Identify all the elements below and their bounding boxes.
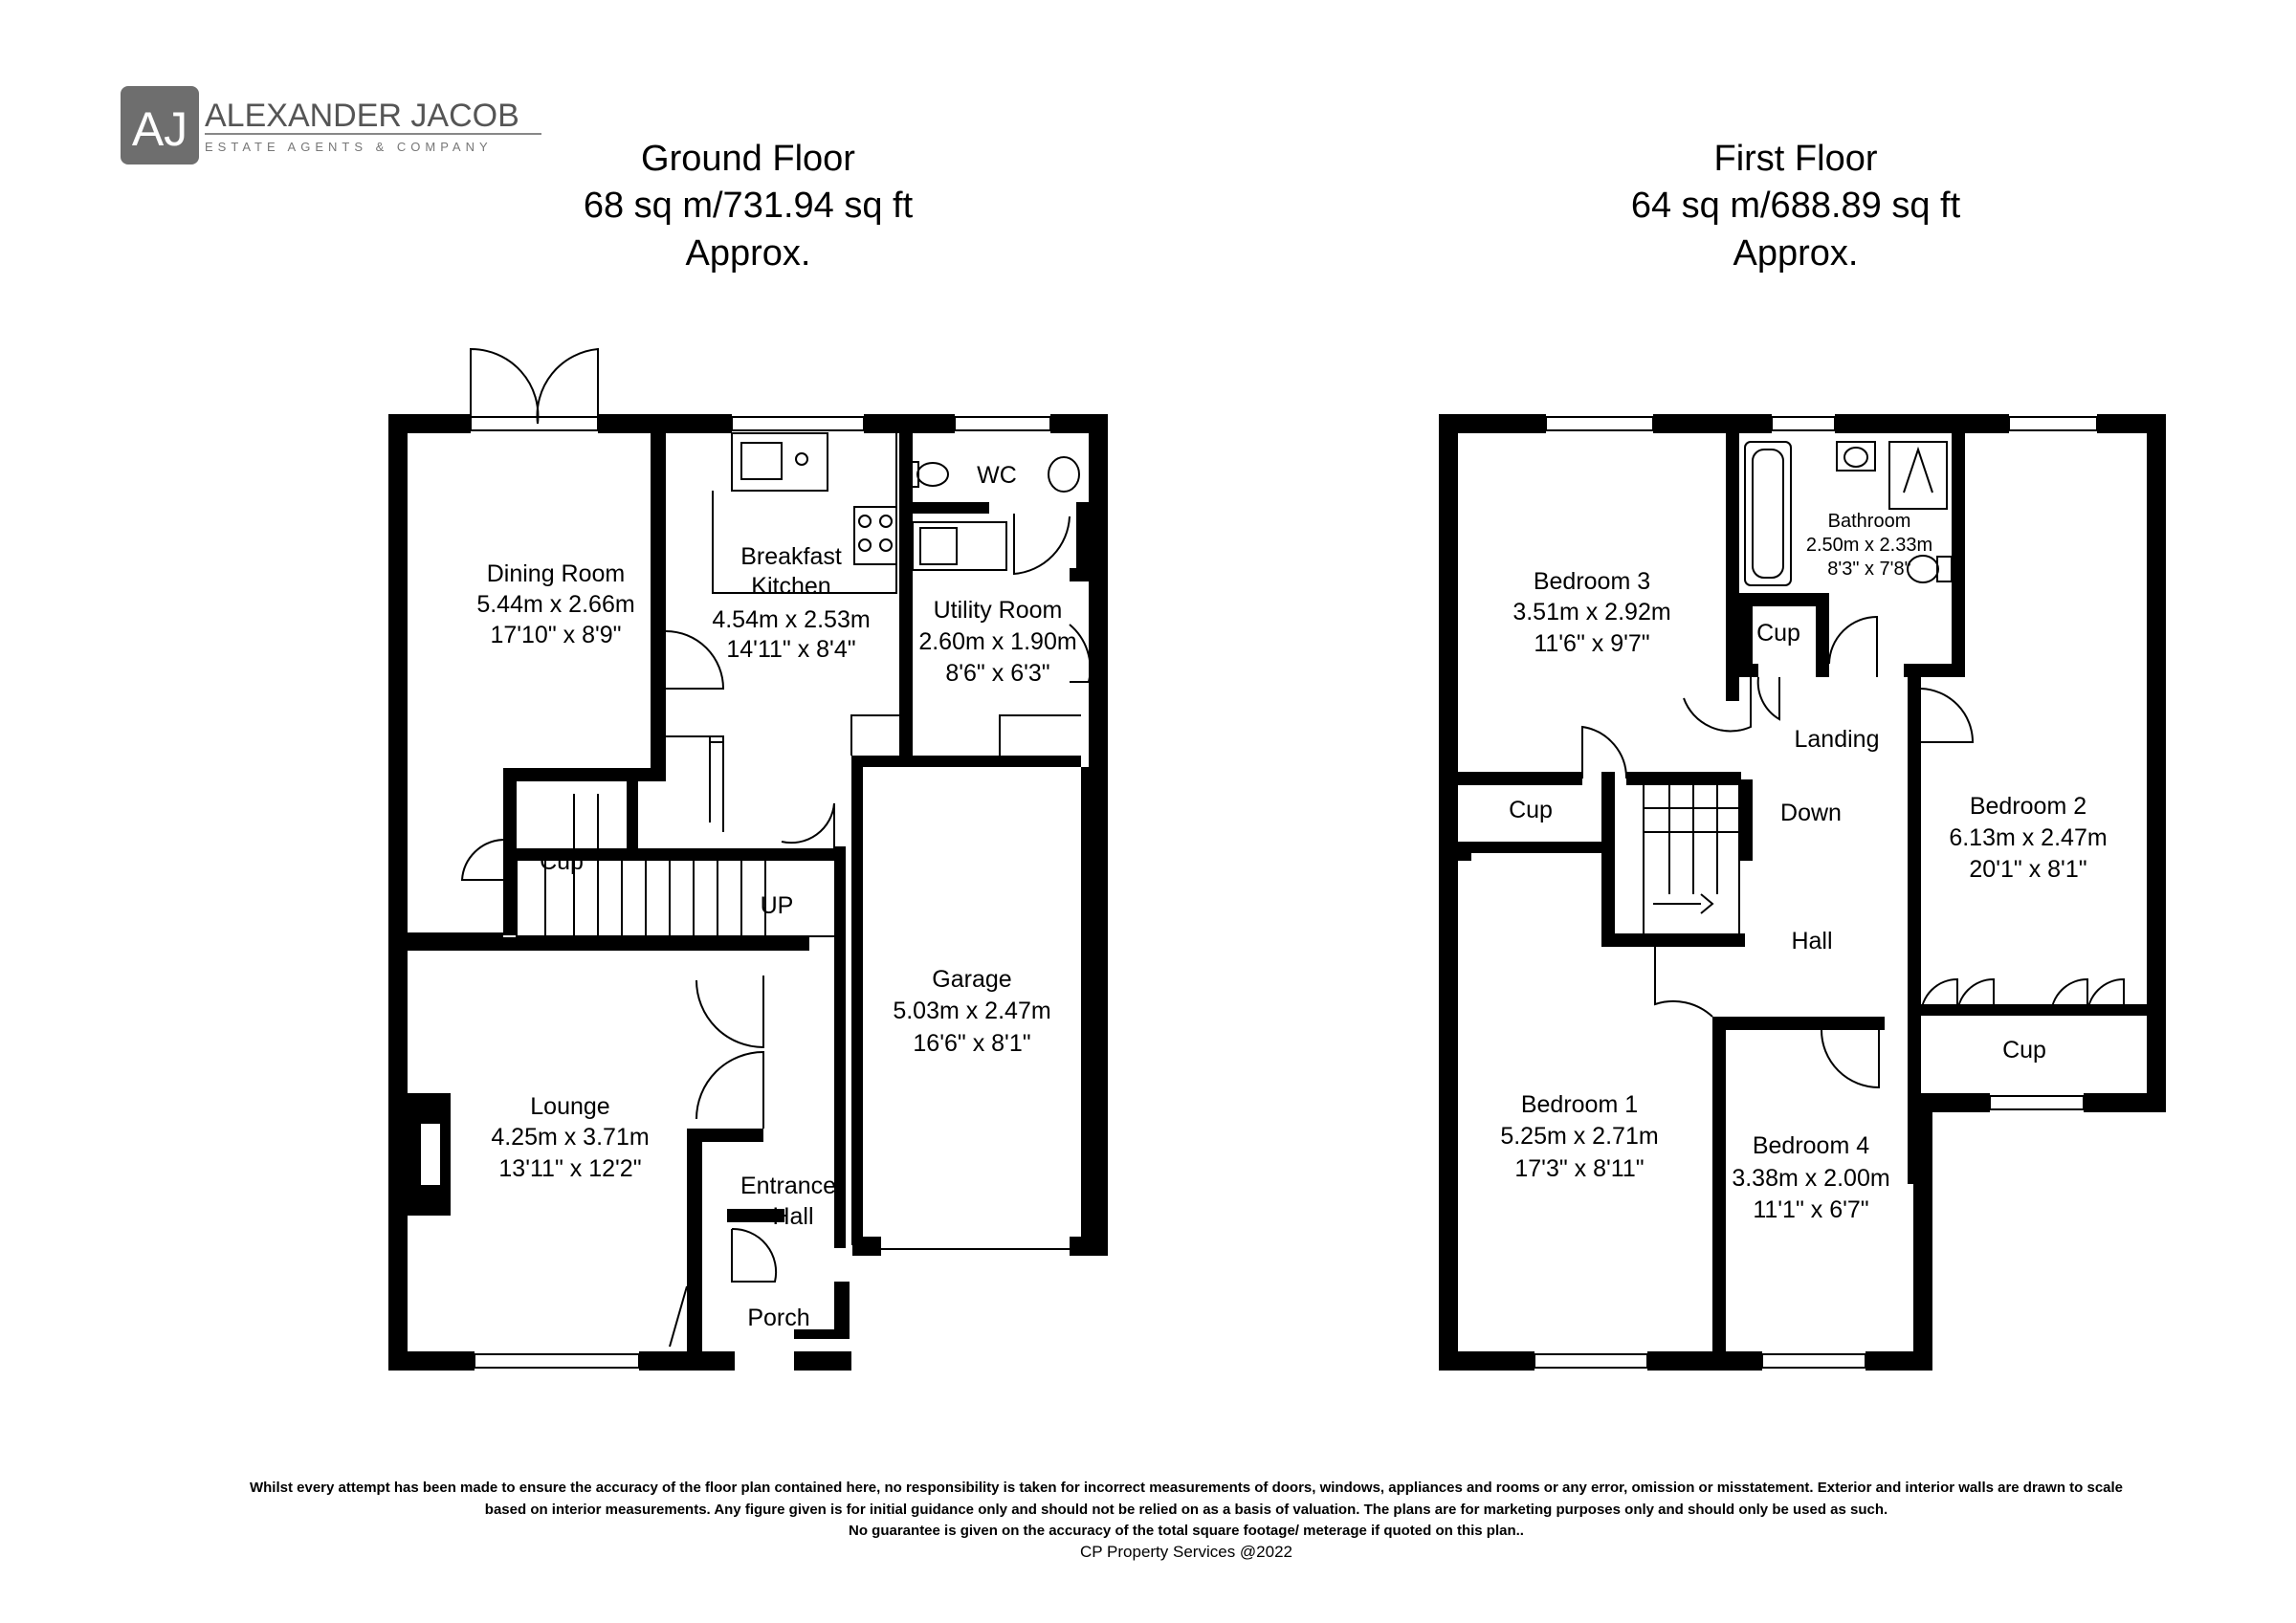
company-logo: AJ ALEXANDER JACOB ESTATE AGENTS & COMPA… [121,86,541,164]
bedroom1-name: Bedroom 1 [1521,1091,1638,1118]
disclaimer-line-3: No guarantee is given on the accuracy of… [849,1523,1524,1539]
first-floor-title: First Floor [1714,139,1878,179]
logo-mark: AJ [132,102,188,156]
first-floor-area: 64 sq m/688.89 sq ft [1631,186,1961,226]
stairs-down-label: Down [1780,800,1842,826]
porch-name: Porch [747,1305,809,1331]
entrance-hall-name-1: Entrance [740,1173,836,1199]
hall-name: Hall [1791,928,1832,954]
ground-cup-name: Cup [540,848,584,875]
disclaimer-line-2: based on interior measurements. Any figu… [485,1502,1888,1518]
bedroom3-cup-name: Cup [1509,797,1553,823]
bedroom2-cup-name: Cup [2002,1037,2046,1064]
bedroom2-metric: 6.13m x 2.47m [1949,824,2107,851]
garage-imperial: 16'6" x 8'1" [913,1030,1030,1057]
lounge-name: Lounge [530,1093,609,1120]
garage-metric: 5.03m x 2.47m [893,998,1050,1024]
utility-room-name: Utility Room [934,597,1063,624]
bedroom3-metric: 3.51m x 2.92m [1512,599,1670,625]
ground-floor-area: 68 sq m/731.94 sq ft [584,186,914,226]
stairs-up-label: UP [761,892,794,919]
dining-room-name: Dining Room [487,560,626,587]
wc-name: WC [977,462,1017,489]
bathroom-imperial: 8'3" x 7'8" [1827,559,1910,580]
logo-badge [121,86,199,164]
first-floor-stairs [1601,779,1753,947]
bedroom3-name: Bedroom 3 [1534,568,1650,595]
kitchen-name-2: Kitchen [751,573,830,600]
kitchen-imperial: 14'11" x 8'4" [726,636,855,663]
bedroom2-imperial: 20'1" x 8'1" [1969,856,2086,883]
bedroom2-name: Bedroom 2 [1970,793,2086,820]
dining-room-imperial: 17'10" x 8'9" [490,622,621,648]
bedroom4-imperial: 11'1" x 6'7" [1753,1196,1868,1223]
ground-floor-approx: Approx. [686,233,811,274]
disclaimer-credit: CP Property Services @2022 [1080,1543,1292,1561]
landing-name: Landing [1795,726,1880,753]
ground-floor-title: Ground Floor [641,139,855,179]
bedroom1-metric: 5.25m x 2.71m [1500,1123,1658,1150]
ground-stairs [516,794,842,937]
bedroom4-name: Bedroom 4 [1753,1132,1869,1159]
bedroom3-imperial: 11'6" x 9'7" [1534,630,1649,657]
kitchen-metric: 4.54m x 2.53m [712,606,870,633]
logo-name: ALEXANDER JACOB [205,98,519,134]
lounge-imperial: 13'11" x 12'2" [498,1155,641,1182]
bathroom-name: Bathroom [1828,511,1911,532]
bedroom4-metric: 3.38m x 2.00m [1732,1165,1889,1192]
first-floor-approx: Approx. [1733,233,1859,274]
dining-room-metric: 5.44m x 2.66m [476,591,634,618]
garage-name: Garage [932,966,1011,993]
disclaimer-line-1: Whilst every attempt has been made to en… [250,1480,2123,1496]
kitchen-name-1: Breakfast [740,543,842,570]
bedroom1-imperial: 17'3" x 8'11" [1514,1155,1644,1182]
bathroom-metric: 2.50m x 2.33m [1806,535,1932,556]
first-floor-plan [1439,414,2166,1371]
lounge-metric: 4.25m x 3.71m [491,1124,649,1151]
bathroom-cup-name: Cup [1756,620,1800,647]
logo-tagline: ESTATE AGENTS & COMPANY [205,140,493,154]
utility-room-metric: 2.60m x 1.90m [918,628,1076,655]
ground-floor-plan [388,347,1108,1371]
entrance-hall-name-2: Hall [772,1203,813,1230]
utility-room-imperial: 8'6" x 6'3" [945,660,1049,687]
